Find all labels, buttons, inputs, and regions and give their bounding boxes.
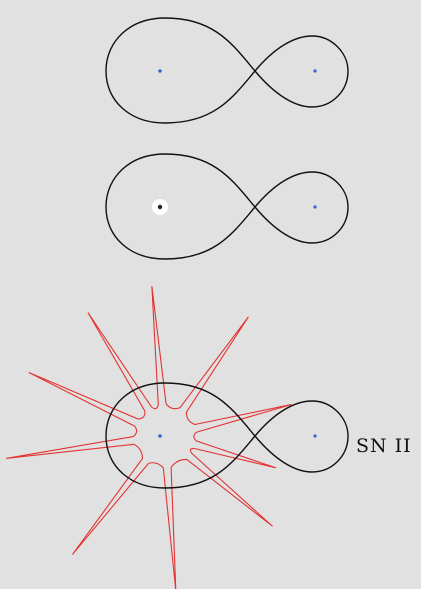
primary-star-point	[158, 434, 162, 438]
roche-lobe-curve	[106, 154, 348, 259]
roche-lobe-curve	[106, 383, 348, 488]
sn-ii-label: SN II	[356, 435, 412, 457]
secondary-star-point	[313, 69, 316, 72]
figure-eight-middle	[106, 154, 348, 259]
secondary-star-point	[313, 205, 316, 208]
figure-eight-top	[106, 18, 348, 123]
accretor-point	[158, 205, 162, 209]
roche-lobe-curve	[106, 18, 348, 123]
primary-star-point	[158, 69, 162, 73]
figure-eight-bottom	[7, 287, 348, 589]
secondary-star-point	[313, 434, 316, 437]
supernova-star	[7, 287, 292, 589]
